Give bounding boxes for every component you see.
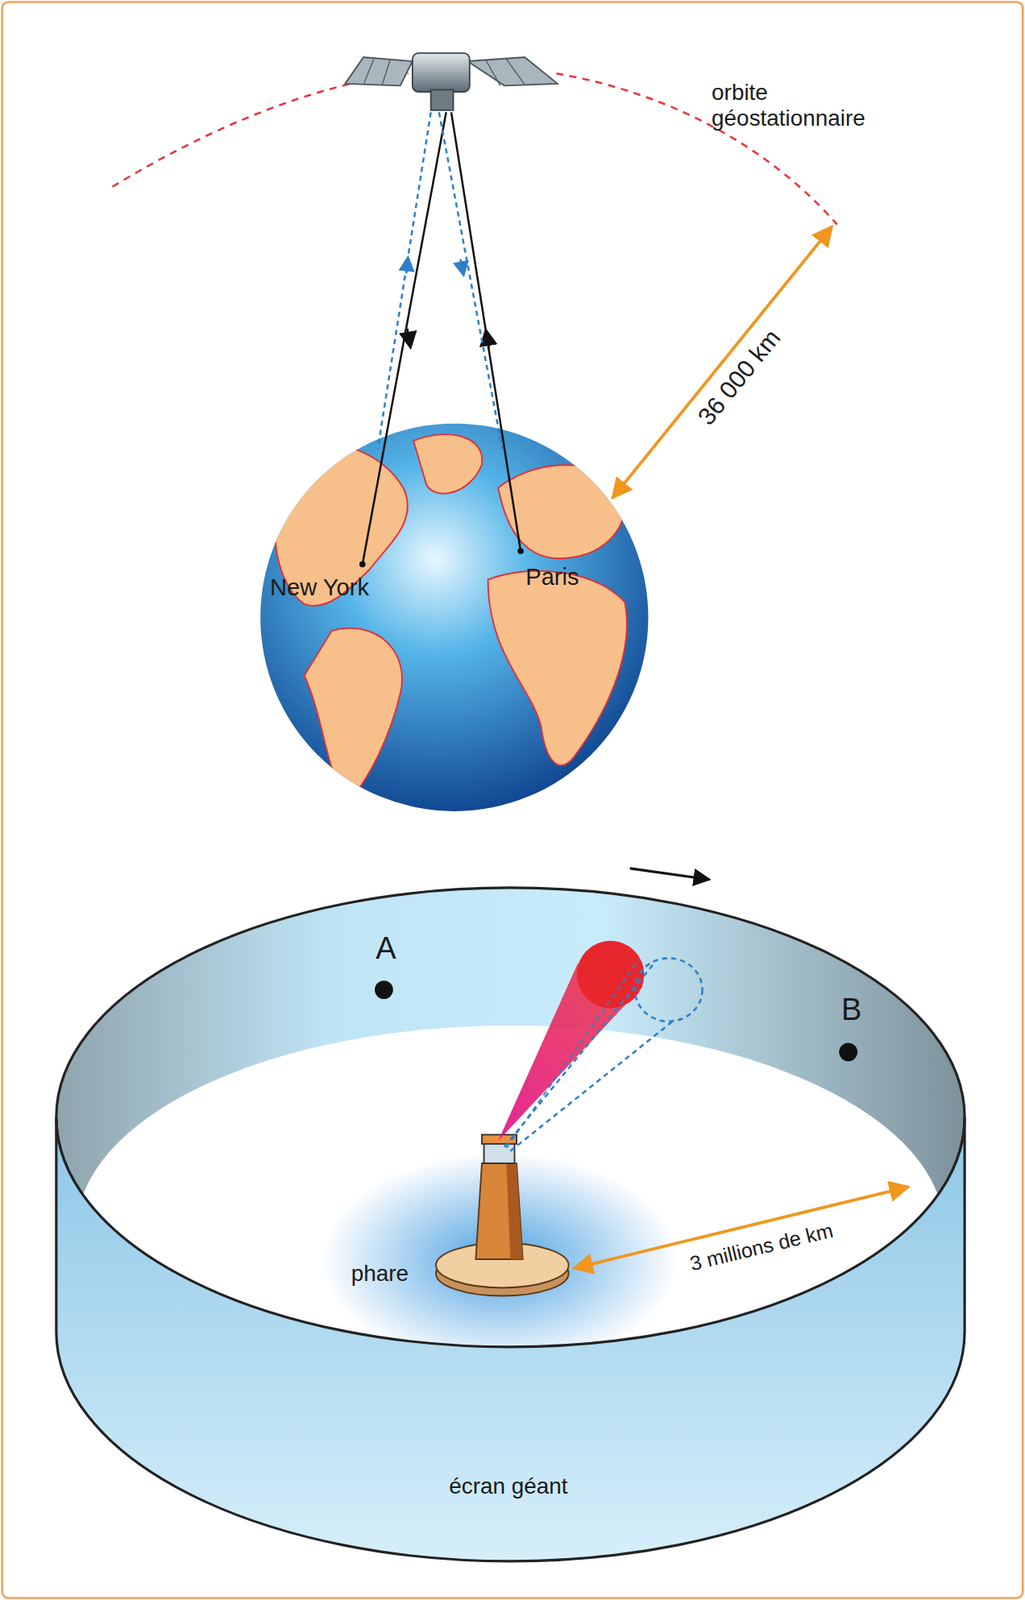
part-label: écran géant (448, 1473, 568, 1500)
point-label: A (375, 931, 396, 967)
orbit-label: orbite géostationnaire (711, 79, 906, 132)
distance-label: 36 000 km (692, 323, 786, 430)
city-label: Paris (525, 564, 579, 591)
city-label: New York (269, 574, 370, 602)
point-label: B (841, 992, 862, 1029)
distance-label: 3 millions de km (688, 1219, 836, 1277)
part-label: phare (351, 1261, 409, 1287)
